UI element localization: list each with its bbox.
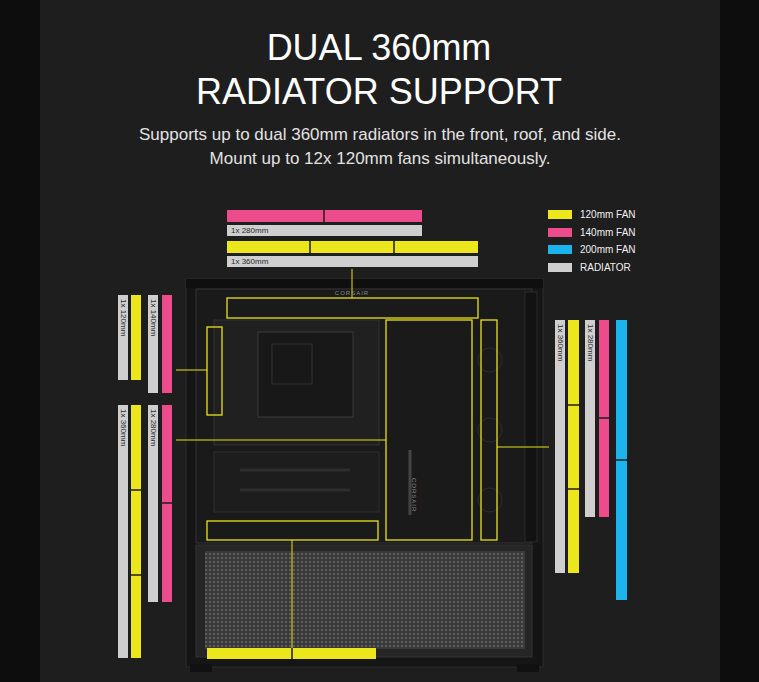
radiator-label: 1x 280mm [586,324,595,361]
fan-divider [291,648,293,659]
radiator-label: 1x 360mm [231,256,268,267]
brand-logo: CORSAIR [335,290,369,297]
leader-line [176,440,386,441]
radiator-bar: 1x 280mm [585,320,595,517]
legend-swatch [548,263,572,272]
legend-item: 200mm FAN [548,244,698,256]
radiator-label: 1x 120mm [119,299,128,336]
legend-item: 140mm FAN [548,227,698,239]
background-panel [40,0,720,682]
slot [240,469,350,472]
fan-divider [599,417,609,419]
fan-bar [616,320,627,600]
fan-divider [131,489,141,491]
fan-divider [393,241,395,253]
expansion-area [214,452,379,512]
radiator-bar: 1x 280mm [227,225,422,236]
radiator-bar: 1x 140mm [148,295,158,393]
fan-bar [599,320,609,517]
fan-divider [162,502,172,504]
fan-divider [568,404,579,406]
radiator-label: 1x 280mm [231,225,268,236]
radiator-label: 1x 360mm [556,324,565,361]
legend-item: 120mm FAN [548,209,698,221]
legend-swatch [548,210,572,219]
fan-divider [616,459,627,461]
fan-bar [162,405,172,602]
fan-divider [309,241,311,253]
fan-bar [207,648,376,659]
case-foot [517,664,539,672]
radiator-label: 1x 360mm [119,409,128,446]
page-caption: Supports up to dual 360mm radiators in t… [120,123,640,171]
fan-divider [323,210,325,222]
fan-bar [227,241,478,253]
radiator-label: 1x 140mm [149,299,158,336]
fan-divider [131,574,141,576]
fan-bar [131,405,141,658]
legend-label: 200mm FAN [580,244,636,255]
fan-bar [162,295,172,393]
page-title: DUAL 360mm RADIATOR SUPPORT [179,26,579,114]
fan-bars [131,210,627,659]
leader-line [292,540,293,648]
cpu-bracket [272,344,312,384]
legend-swatch [548,245,572,254]
motherboard-tray [214,320,379,445]
radiator-bar: 1x 280mm [148,405,158,602]
case-top-panel [186,279,543,288]
front-panel [525,292,537,542]
top-mount-outline [227,298,478,318]
bottom-mount-outline [207,521,378,540]
psu-shroud [196,545,532,657]
cpu-cutout [258,332,353,417]
radiator-bar: 1x 360mm [227,256,478,267]
glass-panel [196,289,532,543]
legend-swatch [548,228,572,237]
slot [240,489,350,492]
mount-outlines [207,298,497,540]
radiator-bar: 1x 120mm [118,295,128,380]
side-mount-outline [386,320,472,540]
case-foot [190,664,212,672]
radiator-bar: 1x 360mm [118,405,128,658]
mesh-panel [205,551,525,649]
front-mount-outline [481,320,497,540]
radiator-label: 1x 280mm [149,409,158,446]
legend-item: RADIATOR [548,262,698,274]
rear-mount-outline [207,327,222,415]
fan-bar [131,295,141,380]
radiator-bar: 1x 360mm [555,320,565,573]
brand-logo: CORSAIR [410,478,417,512]
case-body [186,279,543,667]
fan-divider [568,488,579,490]
fan-bar [227,210,422,222]
legend-label: RADIATOR [580,262,631,273]
fan-bar [568,320,579,573]
leader-lines [176,269,549,648]
leader-line [176,370,207,371]
legend-label: 140mm FAN [580,227,636,238]
legend-label: 120mm FAN [580,209,636,220]
leader-line [497,447,549,448]
